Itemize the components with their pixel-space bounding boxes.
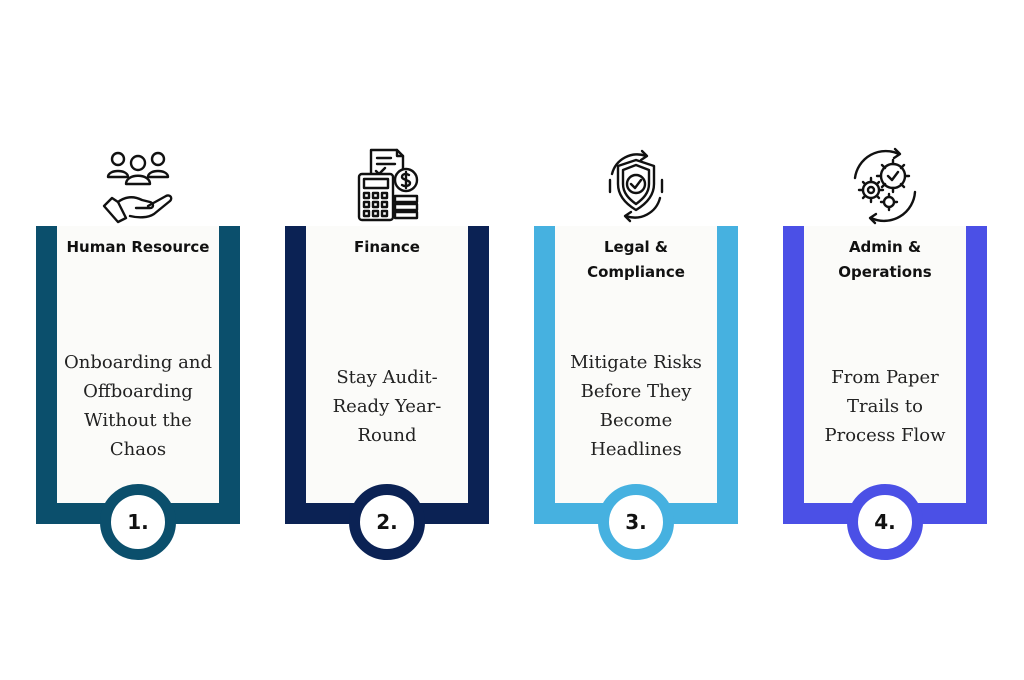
card-left-bar xyxy=(285,226,306,524)
gears-cycle-icon xyxy=(843,146,927,226)
step-number-badge: 1. xyxy=(100,484,176,560)
card-left-bar xyxy=(534,226,555,524)
card-title: Admin & Operations xyxy=(838,238,932,281)
step-number-badge: 2. xyxy=(349,484,425,560)
card-left-bar xyxy=(783,226,804,524)
card-description: Stay Audit-Ready Year-Round xyxy=(332,366,442,446)
card-right-bar xyxy=(966,226,987,524)
card-description: Mitigate Risks Before They Become Headli… xyxy=(570,352,702,460)
card-panel xyxy=(555,226,717,503)
card-description: From Paper Trails to Process Flow xyxy=(824,366,946,446)
step-card-3: Legal & Compliance Mitigate Risks Before… xyxy=(534,149,738,560)
card-right-bar xyxy=(468,226,489,524)
card-panel xyxy=(306,226,468,503)
card-right-bar xyxy=(219,226,240,524)
people-hand-icon xyxy=(96,146,180,226)
card-left-bar xyxy=(36,226,57,524)
card-panel xyxy=(804,226,966,503)
card-right-bar xyxy=(717,226,738,524)
card-title: Finance xyxy=(354,238,420,256)
finance-calculator-icon xyxy=(345,146,429,226)
step-card-2: Finance Stay Audit-Ready Year-Round 2. xyxy=(285,148,489,560)
step-card-1: Human Resource Onboarding and Offboardin… xyxy=(36,151,240,560)
card-title: Human Resource xyxy=(66,238,210,256)
card-panel xyxy=(57,226,219,503)
shield-check-icon xyxy=(594,146,678,226)
card-description: Onboarding and Offboarding Without the C… xyxy=(63,352,212,460)
step-number-badge: 4. xyxy=(847,484,923,560)
card-title: Legal & Compliance xyxy=(587,238,685,281)
step-card-4: Admin & Operations From Paper Trails to … xyxy=(783,147,987,560)
step-number-badge: 3. xyxy=(598,484,674,560)
